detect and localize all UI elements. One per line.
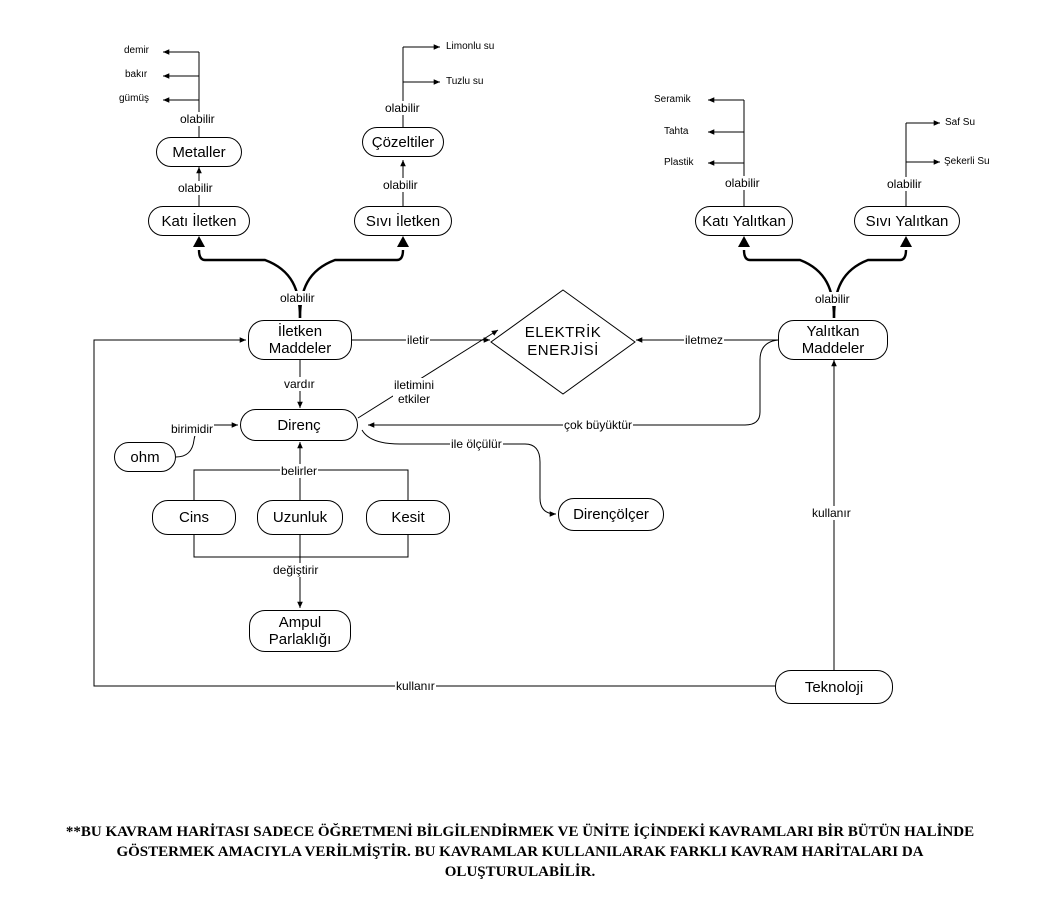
leaf-tuzlu-su: Tuzlu su (446, 76, 484, 87)
direncolcer-node: Dirençölçer (558, 498, 664, 531)
link-birimidir: birimidir (170, 422, 214, 436)
link-olabilir-sivi-yalitkan: olabilir (886, 177, 923, 191)
link-vardir: vardır (283, 377, 316, 391)
link-kullanir-iletken: kullanır (395, 679, 436, 693)
sivi-iletken-node: Sıvı İletken (354, 206, 452, 236)
leaf-seramik: Seramik (654, 94, 691, 105)
link-iletimini-etkiler: iletimini etkiler (393, 378, 436, 406)
link-olabilir-cozeltiler: olabilir (384, 101, 421, 115)
link-cok-buyuktur: çok büyüktür (563, 418, 634, 432)
link-olabilir-sivi-iletken: olabilir (382, 178, 419, 192)
cins-node: Cins (152, 500, 236, 535)
link-ile-olculur: ile ölçülür (450, 437, 503, 451)
kesit-node: Kesit (366, 500, 450, 535)
leaf-tahta: Tahta (664, 126, 689, 137)
leaf-plastik: Plastik (664, 157, 694, 168)
metaller-node: Metaller (156, 137, 242, 167)
link-iletmez: iletmez (684, 333, 725, 347)
iletken-maddeler-node: İletken Maddeler (248, 320, 352, 360)
sivi-yalitkan-node: Sıvı Yalıtkan (854, 206, 960, 236)
kati-yalitkan-node: Katı Yalıtkan (695, 206, 793, 236)
teknoloji-node: Teknoloji (775, 670, 893, 704)
link-kullanir-yalitkan: kullanır (811, 506, 852, 520)
ohm-node: ohm (114, 442, 176, 472)
concept-map-connectors (93, 44, 940, 687)
uzunluk-node: Uzunluk (257, 500, 343, 535)
link-olabilir-yalitkan: olabilir (814, 292, 851, 306)
link-olabilir-metaller: olabilir (179, 112, 216, 126)
leaf-bakir: bakır (125, 69, 148, 80)
direnc-node: Direnç (240, 409, 358, 441)
leaf-demir: demir (124, 45, 150, 56)
leaf-gumus: gümüş (119, 93, 150, 104)
leaf-limonlu-su: Limonlu su (446, 41, 495, 52)
elektrik-enerjisi-node: ELEKTRİK ENERJİSİ (524, 324, 602, 359)
link-olabilir-iletken: olabilir (279, 291, 316, 305)
kati-iletken-node: Katı İletken (148, 206, 250, 236)
link-iletir: iletir (406, 333, 431, 347)
footnote: **BU KAVRAM HARİTASI SADECE ÖĞRETMENİ Bİ… (65, 824, 975, 880)
link-belirler: belirler (280, 464, 319, 478)
link-degistirir: değiştirir (272, 563, 320, 577)
ampul-parlakligi-node: Ampul Parlaklığı (249, 610, 351, 652)
link-olabilir-kati-yalitkan: olabilir (724, 176, 761, 190)
leaf-sekerli-su: Şekerli Su (944, 156, 990, 167)
link-olabilir-kati-iletken: olabilir (177, 181, 214, 195)
yalitkan-maddeler-node: Yalıtkan Maddeler (778, 320, 888, 360)
cozeltiler-node: Çözeltiler (362, 127, 444, 157)
leaf-saf-su: Saf Su (945, 117, 976, 128)
